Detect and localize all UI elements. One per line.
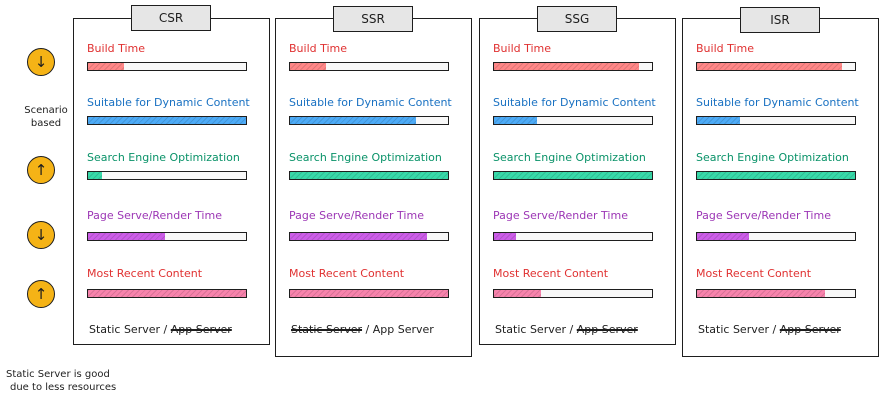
metric-bar-fill bbox=[290, 63, 326, 70]
metric-label-dynamic: Suitable for Dynamic Content bbox=[696, 96, 859, 109]
metric-bar-dynamic bbox=[696, 116, 856, 125]
metric-label-build: Build Time bbox=[696, 42, 755, 55]
metric-bar-fill bbox=[290, 172, 448, 179]
metric-bar-dynamic bbox=[289, 116, 449, 125]
metric-bar-dynamic bbox=[493, 116, 653, 125]
metric-label-recent: Most Recent Content bbox=[493, 267, 609, 280]
metric-label-seo: Search Engine Optimization bbox=[493, 151, 646, 164]
metric-bar-fill bbox=[494, 63, 639, 70]
metric-label-dynamic: Suitable for Dynamic Content bbox=[87, 96, 250, 109]
server-type: Static Server / App Server bbox=[698, 323, 841, 336]
server-app: App Server bbox=[170, 323, 232, 336]
scenario-note-line: Scenario bbox=[24, 105, 68, 116]
metric-bar-fill bbox=[88, 172, 102, 179]
metric-label-serve: Page Serve/Render Time bbox=[289, 209, 424, 222]
metric-bar-fill bbox=[494, 290, 541, 297]
metric-label-serve: Page Serve/Render Time bbox=[696, 209, 831, 222]
column-tab: SSG bbox=[537, 6, 617, 32]
metric-bar-seo bbox=[493, 171, 653, 180]
metric-bar-fill bbox=[697, 290, 825, 297]
metric-label-recent: Most Recent Content bbox=[289, 267, 405, 280]
metric-label-seo: Search Engine Optimization bbox=[696, 151, 849, 164]
arrow-up-icon: ↑ bbox=[27, 156, 55, 184]
metric-bar-serve bbox=[289, 232, 449, 241]
metric-bar-build bbox=[289, 62, 449, 71]
server-app: App Server bbox=[779, 323, 841, 336]
metric-bar-build bbox=[87, 62, 247, 71]
arrow-down-icon: ↓ bbox=[27, 48, 55, 76]
metric-bar-recent bbox=[696, 289, 856, 298]
metric-bar-serve bbox=[696, 232, 856, 241]
metric-bar-fill bbox=[88, 117, 246, 124]
metric-bar-fill bbox=[697, 117, 740, 124]
metric-bar-fill bbox=[697, 63, 842, 70]
server-app: App Server bbox=[372, 323, 434, 336]
metric-bar-recent bbox=[87, 289, 247, 298]
metric-bar-seo bbox=[696, 171, 856, 180]
static-server-note: Static Server is good due to less resourc… bbox=[6, 368, 116, 394]
metric-bar-fill bbox=[697, 172, 855, 179]
metric-bar-fill bbox=[290, 117, 416, 124]
column-card-isr bbox=[682, 18, 879, 357]
scenario-note-line: based bbox=[30, 118, 62, 129]
metric-label-recent: Most Recent Content bbox=[87, 267, 203, 280]
arrow-down-icon: ↓ bbox=[27, 221, 55, 249]
metric-label-dynamic: Suitable for Dynamic Content bbox=[493, 96, 656, 109]
static-server-note-line: Static Server is good bbox=[6, 369, 110, 380]
server-static: Static Server bbox=[495, 323, 567, 336]
metric-bar-seo bbox=[289, 171, 449, 180]
server-static: Static Server bbox=[698, 323, 770, 336]
server-type: Static Server / App Server bbox=[89, 323, 232, 336]
server-static: Static Server bbox=[291, 323, 363, 336]
metric-bar-recent bbox=[289, 289, 449, 298]
column-card-ssr bbox=[275, 18, 472, 357]
server-type: Static Server / App Server bbox=[495, 323, 638, 336]
column-tab: SSR bbox=[333, 5, 413, 32]
metric-bar-fill bbox=[88, 233, 165, 240]
server-app: App Server bbox=[576, 323, 638, 336]
metric-label-dynamic: Suitable for Dynamic Content bbox=[289, 96, 452, 109]
server-separator: / bbox=[362, 323, 373, 336]
metric-label-recent: Most Recent Content bbox=[696, 267, 812, 280]
metric-bar-fill bbox=[88, 290, 246, 297]
server-separator: / bbox=[769, 323, 780, 336]
metric-bar-dynamic bbox=[87, 116, 247, 125]
metric-bar-recent bbox=[493, 289, 653, 298]
server-type: Static Server / App Server bbox=[291, 323, 434, 336]
metric-label-seo: Search Engine Optimization bbox=[87, 151, 240, 164]
scenario-note: Scenario based bbox=[20, 104, 72, 130]
metric-label-build: Build Time bbox=[87, 42, 146, 55]
column-tab: ISR bbox=[740, 6, 820, 33]
column-tab: CSR bbox=[131, 5, 211, 31]
metric-label-seo: Search Engine Optimization bbox=[289, 151, 442, 164]
metric-bar-fill bbox=[290, 233, 427, 240]
server-separator: / bbox=[566, 323, 577, 336]
static-server-note-line: due to less resources bbox=[10, 382, 117, 393]
server-separator: / bbox=[160, 323, 171, 336]
metric-bar-fill bbox=[88, 63, 124, 70]
metric-bar-fill bbox=[494, 233, 516, 240]
metric-bar-fill bbox=[697, 233, 749, 240]
metric-bar-build bbox=[493, 62, 653, 71]
metric-label-serve: Page Serve/Render Time bbox=[493, 209, 628, 222]
metric-bar-fill bbox=[494, 117, 537, 124]
metric-bar-seo bbox=[87, 171, 247, 180]
server-static: Static Server bbox=[89, 323, 161, 336]
metric-label-build: Build Time bbox=[493, 42, 552, 55]
metric-bar-fill bbox=[494, 172, 652, 179]
metric-label-build: Build Time bbox=[289, 42, 348, 55]
metric-label-serve: Page Serve/Render Time bbox=[87, 209, 222, 222]
metric-bar-serve bbox=[493, 232, 653, 241]
metric-bar-fill bbox=[290, 290, 448, 297]
metric-bar-build bbox=[696, 62, 856, 71]
metric-bar-serve bbox=[87, 232, 247, 241]
arrow-up-icon: ↑ bbox=[27, 280, 55, 308]
